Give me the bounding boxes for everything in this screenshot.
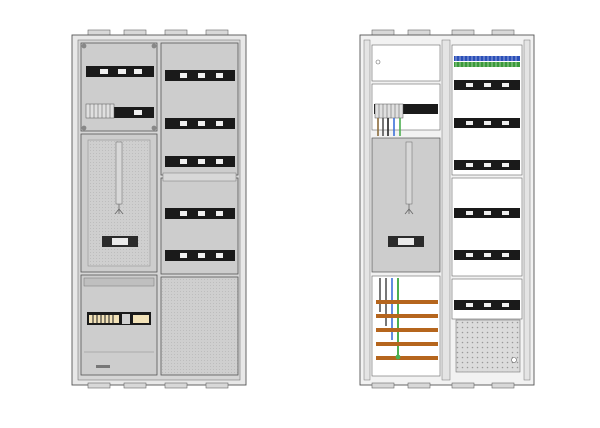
breaker-slot [198, 211, 205, 216]
busbar [376, 342, 438, 346]
closed-cabinet [71, 29, 247, 389]
breaker-slot [484, 163, 491, 167]
open-cabinet [359, 29, 535, 389]
breaker-slot [502, 163, 509, 167]
breaker-slot [466, 83, 473, 87]
bottom-feet [87, 382, 229, 389]
right-din-rails [454, 80, 520, 310]
meter-cover [80, 133, 158, 273]
breaker-slot [180, 73, 187, 78]
busbar [376, 314, 438, 318]
breaker-slot [502, 303, 509, 307]
busbar [376, 356, 438, 360]
breaker-slot [216, 253, 223, 258]
breaker-slot [216, 159, 223, 164]
breaker-slot [180, 253, 187, 258]
breaker-slot [502, 83, 509, 87]
breaker-slot [198, 159, 205, 164]
top-mounts [87, 29, 229, 37]
bottom-feet-right [371, 382, 515, 389]
breaker-slot [466, 121, 473, 125]
busbars [376, 300, 438, 360]
cover-bottom-left [80, 274, 158, 376]
breaker-slot [484, 121, 491, 125]
breaker-slot [198, 253, 205, 258]
breaker-slot [484, 303, 491, 307]
busbar [376, 300, 438, 304]
breaker-slot [502, 121, 509, 125]
busbar [376, 328, 438, 332]
breaker-slot [180, 211, 187, 216]
terminal-block-small [85, 103, 115, 119]
main-terminal-block [374, 103, 404, 119]
breaker-slot [466, 163, 473, 167]
breaker-slot [484, 211, 491, 215]
cover-top-left [80, 42, 158, 132]
breaker-slot [216, 121, 223, 126]
breaker-slot [466, 211, 473, 215]
breaker-slot [502, 211, 509, 215]
incoming-cables [377, 118, 401, 136]
breaker-slot [484, 253, 491, 257]
breaker-slot [198, 73, 205, 78]
breaker-slot [180, 159, 187, 164]
breaker-slot [216, 211, 223, 216]
terminal-strip [454, 56, 520, 67]
left-din-rails [165, 70, 235, 261]
breaker-slot [466, 253, 473, 257]
breaker-slot [484, 83, 491, 87]
breaker-slot [180, 121, 187, 126]
breaker-slot [216, 73, 223, 78]
perforated-mounting-plate [455, 319, 521, 373]
busbar-compartment [371, 275, 441, 377]
breaker-slot [502, 253, 509, 257]
meter-panel [371, 137, 441, 273]
breaker-slot [466, 303, 473, 307]
left-upper-compartments [371, 44, 441, 136]
neutral-terminal-bar [89, 315, 119, 323]
breaker-slot [198, 121, 205, 126]
